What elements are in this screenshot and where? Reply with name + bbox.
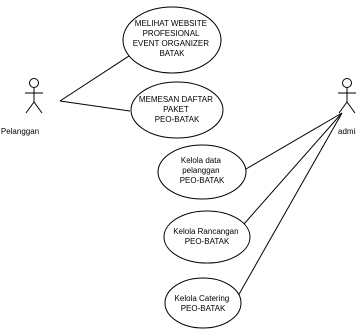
usecase-kelola-data-pelanggan-line-3: PEO-BATAK xyxy=(180,176,225,185)
usecase-melihat-website-line-4: BATAK xyxy=(159,49,185,58)
usecase-memesan-paket-label: MEMESAN DAFTAR PAKET PEO-BATAK xyxy=(139,95,215,124)
actor-admin-left-leg xyxy=(338,101,348,114)
usecase-kelola-data-pelanggan-line-1: Kelola data xyxy=(181,156,222,165)
usecase-memesan-paket-line-3: PEO-BATAK xyxy=(155,115,200,124)
actor-pelanggan: Pelanggan xyxy=(1,78,43,136)
association-admin-kelola-catering xyxy=(237,112,343,297)
usecase-kelola-rancangan-label: Kelola Rancangan PEO-BATAK xyxy=(173,227,241,246)
usecase-melihat-website-line-2: PROFESIONAL xyxy=(143,29,200,38)
actor-pelanggan-head xyxy=(29,78,39,88)
actor-admin: admin xyxy=(338,78,356,136)
actor-admin-right-leg xyxy=(346,101,356,114)
usecase-memesan-paket: MEMESAN DAFTAR PAKET PEO-BATAK xyxy=(130,81,224,139)
associations-admin xyxy=(237,112,343,297)
usecase-kelola-catering-shape xyxy=(164,277,242,329)
actor-pelanggan-left-leg xyxy=(25,101,35,114)
association-pelanggan-memesan-paket xyxy=(59,100,131,112)
usecase-kelola-data-pelanggan-line-2: pelanggan xyxy=(182,166,219,175)
usecase-kelola-catering: Kelola Catering PEO-BATAK xyxy=(164,277,242,329)
usecase-kelola-rancangan-line-2: PEO-BATAK xyxy=(185,237,230,246)
usecase-melihat-website-label: MELIHAT WEBSITE PROFESIONAL EVENT ORGANI… xyxy=(133,19,212,58)
usecase-kelola-catering-line-2: PEO-BATAK xyxy=(181,304,226,313)
usecase-kelola-rancangan-line-1: Kelola Rancangan xyxy=(173,227,238,236)
actor-admin-label: admin xyxy=(338,127,356,136)
usecase-kelola-catering-label: Kelola Catering PEO-BATAK xyxy=(175,294,232,313)
actor-pelanggan-label: Pelanggan xyxy=(1,127,39,136)
usecase-melihat-website: MELIHAT WEBSITE PROFESIONAL EVENT ORGANI… xyxy=(122,6,222,74)
usecase-kelola-rancangan: Kelola Rancangan PEO-BATAK xyxy=(163,210,251,264)
usecase-kelola-data-pelanggan-label: Kelola data pelanggan PEO-BATAK xyxy=(180,156,225,185)
usecase-kelola-data-pelanggan-shape xyxy=(157,144,247,200)
actor-pelanggan-right-leg xyxy=(33,101,43,114)
usecase-memesan-paket-shape xyxy=(130,81,224,139)
usecase-melihat-website-shape xyxy=(122,6,222,74)
association-admin-kelola-data-pelanggan xyxy=(245,112,343,170)
associations-pelanggan xyxy=(59,55,131,112)
association-admin-kelola-rancangan xyxy=(243,112,343,225)
actor-admin-head xyxy=(342,78,352,88)
usecase-memesan-paket-line-1: MEMESAN DAFTAR xyxy=(139,95,213,104)
usecase-melihat-website-line-1: MELIHAT WEBSITE xyxy=(135,19,207,28)
usecase-kelola-data-pelanggan: Kelola data pelanggan PEO-BATAK xyxy=(157,144,247,200)
usecase-kelola-rancangan-shape xyxy=(163,210,251,264)
usecase-melihat-website-line-3: EVENT ORGANIZER xyxy=(133,39,210,48)
association-pelanggan-melihat-website xyxy=(59,55,130,102)
usecase-memesan-paket-line-2: PAKET xyxy=(163,105,189,114)
usecase-kelola-catering-line-1: Kelola Catering xyxy=(175,294,230,303)
